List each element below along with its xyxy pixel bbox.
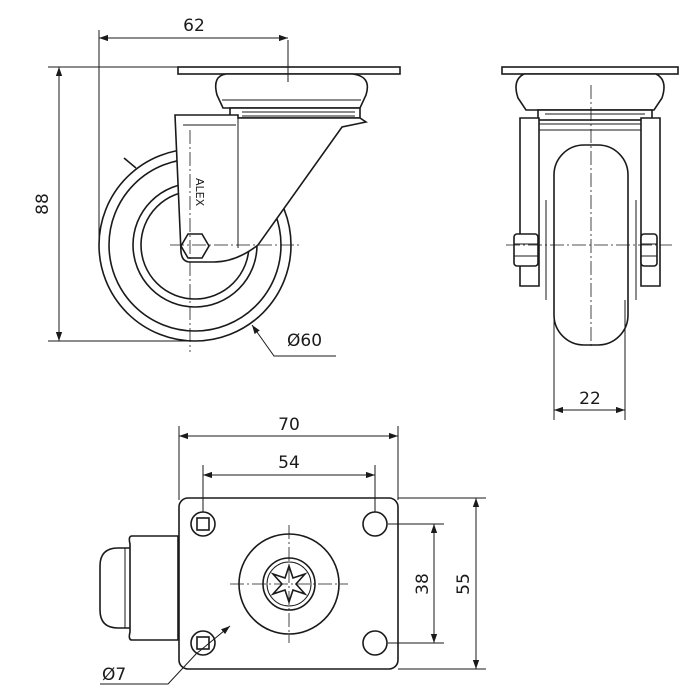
- front-top-plate: [501, 66, 679, 75]
- dim-38: 38: [388, 523, 444, 644]
- mounting-hole-br: [362, 630, 388, 656]
- logo-text: ALEX: [193, 178, 206, 207]
- axle-nut-left: [513, 233, 539, 267]
- dim-54: 54: [202, 453, 376, 512]
- dim-62: 62: [98, 16, 288, 248]
- front-view: [501, 66, 679, 348]
- dim-label-hole-diameter: Ø7: [102, 665, 126, 685]
- dim-wheel-diameter: Ø60: [251, 324, 336, 357]
- dim-label-plate-height: 55: [454, 573, 474, 595]
- bottom-fork: [128, 535, 179, 641]
- top-plate: [177, 66, 401, 75]
- front-swivel-head: [515, 73, 665, 111]
- dim-55: 55: [398, 497, 486, 670]
- dim-22: 22: [553, 300, 626, 420]
- dim-label-plate-width: 70: [278, 415, 300, 435]
- dim-label-hole-spacing-y: 38: [413, 573, 433, 595]
- axle-nut: [180, 233, 210, 259]
- dim-label-wheel-width: 22: [579, 389, 601, 409]
- bottom-view: [99, 497, 399, 670]
- dim-label-wheel-diameter: Ø60: [287, 331, 322, 351]
- fork-leg: [174, 114, 369, 263]
- axle-nut-right: [640, 233, 658, 267]
- dim-label-hole-spacing-x: 54: [278, 453, 300, 473]
- dim-88: 88: [33, 66, 200, 342]
- dim-label-top-width: 62: [183, 16, 205, 36]
- dim-hole-diameter: Ø7: [100, 625, 231, 685]
- side-view: ALEX: [98, 40, 401, 352]
- dim-label-total-height: 88: [33, 193, 53, 215]
- mounting-plate: [178, 497, 399, 670]
- swivel-head: [214, 73, 369, 109]
- dim-70: 70: [178, 415, 399, 500]
